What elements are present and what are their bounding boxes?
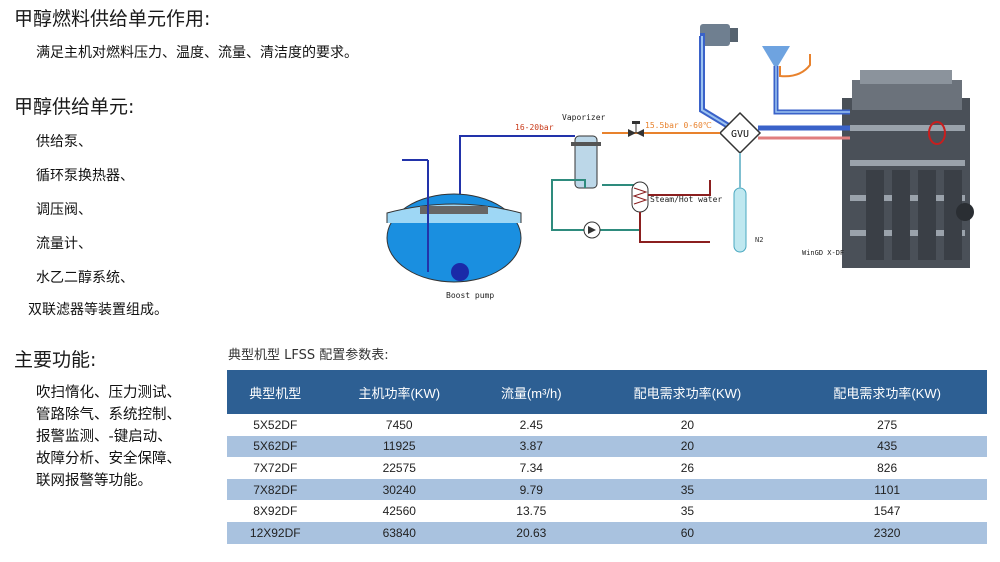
function-line: 管路除气、系统控制、 — [36, 407, 181, 423]
table-row: 5X52DF 7450 2.45 20 275 — [227, 414, 987, 436]
table-cell: 275 — [787, 414, 987, 436]
boost-pump-label: Boost pump — [446, 291, 494, 300]
column-header: 流量(m³/h) — [474, 370, 588, 414]
heat-exchanger-icon — [631, 181, 649, 213]
methanol-supply-diagram: GVU N2 15.5bar 0-60℃ Vaporizer 16-20bar … — [386, 24, 974, 300]
table-cell: 1101 — [787, 478, 987, 501]
table-cell: 2320 — [787, 521, 987, 544]
motor-icon — [700, 24, 730, 46]
gvu-label: GVU — [731, 129, 749, 140]
table-cell: 42560 — [323, 500, 475, 522]
unit-item: 流量计、 — [36, 236, 92, 252]
unit-item: 双联滤器等装置组成。 — [28, 302, 168, 318]
table-cell: 22575 — [323, 457, 475, 479]
table-cell: 826 — [787, 457, 987, 479]
table-cell: 12X92DF — [227, 521, 324, 544]
table-cell: 5X52DF — [227, 414, 324, 436]
function-line: 报警监测、-键启动、 — [36, 429, 172, 445]
table-cell: 11925 — [323, 435, 475, 458]
table-cell: 435 — [787, 435, 987, 458]
n2-label: N2 — [755, 236, 763, 244]
table-cell: 60 — [587, 521, 788, 544]
table-row: 7X72DF 22575 7.34 26 826 — [227, 457, 987, 479]
table-cell: 20 — [587, 414, 788, 436]
unit-item: 调压阀、 — [36, 202, 92, 218]
steam-label: Steam/Hot water — [650, 195, 722, 204]
inlet-pressure-label: 16-20bar — [515, 123, 554, 132]
tank-hatch — [420, 206, 488, 214]
table-cell: 5X62DF — [227, 435, 324, 458]
table-cell: 9.79 — [474, 478, 588, 501]
table-cell: 3.87 — [474, 435, 588, 458]
table-row: 5X62DF 11925 3.87 20 435 — [227, 435, 987, 458]
table-cell: 30240 — [323, 478, 475, 501]
function-line: 联网报警等功能。 — [36, 473, 152, 489]
table-cell: 1547 — [787, 500, 987, 522]
table-cell: 2.45 — [474, 414, 588, 436]
section-title-unit: 甲醇供给单元: — [14, 96, 135, 118]
outlet-pressure-label: 15.5bar 0-60℃ — [645, 121, 712, 130]
table-cell: 63840 — [323, 521, 475, 544]
table-row: 12X92DF 63840 20.63 60 2320 — [227, 521, 987, 544]
table-cell: 26 — [587, 457, 788, 479]
role-description: 满足主机对燃料压力、温度、流量、清洁度的要求。 — [36, 45, 358, 61]
funnel-icon — [762, 46, 790, 66]
section-title-functions: 主要功能: — [14, 349, 97, 371]
table-cell: 20 — [587, 435, 788, 458]
engine-illustration — [842, 70, 974, 268]
unit-item: 水乙二醇系统、 — [36, 270, 134, 286]
table-cell: 35 — [587, 478, 788, 501]
n2-bottle-icon — [733, 187, 747, 253]
column-header: 配电需求功率(KW) — [787, 370, 987, 414]
table-cell: 13.75 — [474, 500, 588, 522]
table-cell: 20.63 — [474, 521, 588, 544]
table-header-row: 典型机型 主机功率(KW) 流量(m³/h) 配电需求功率(KW) 配电需求功率… — [227, 370, 987, 414]
lfss-parameter-table: 典型机型 主机功率(KW) 流量(m³/h) 配电需求功率(KW) 配电需求功率… — [227, 370, 987, 544]
table-cell: 7.34 — [474, 457, 588, 479]
functions-list: 吹扫惰化、压力测试、 管路除气、系统控制、 报警监测、-键启动、 故障分析、安全… — [36, 382, 181, 492]
column-header: 典型机型 — [227, 370, 324, 414]
table-caption: 典型机型 LFSS 配置参数表: — [228, 348, 389, 363]
section-title-role: 甲醇燃料供给单元作用: — [14, 8, 211, 30]
table-cell: 7X82DF — [227, 478, 324, 501]
table-row: 8X92DF 42560 13.75 35 1547 — [227, 500, 987, 522]
column-header: 配电需求功率(KW) — [587, 370, 788, 414]
table-cell: 7450 — [323, 414, 475, 436]
engine-label: WinGD X-DF — [802, 249, 844, 257]
function-line: 吹扫惰化、压力测试、 — [36, 385, 181, 401]
table-row: 7X82DF 30240 9.79 35 1101 — [227, 478, 987, 501]
unit-item: 供给泵、 — [36, 134, 92, 150]
table-cell: 8X92DF — [227, 500, 324, 522]
unit-item: 循环泵换热器、 — [36, 168, 134, 184]
table-cell: 7X72DF — [227, 457, 324, 479]
table-cell: 35 — [587, 500, 788, 522]
column-header: 主机功率(KW) — [323, 370, 475, 414]
vaporizer-label: Vaporizer — [562, 113, 606, 122]
function-line: 故障分析、安全保障、 — [36, 451, 181, 467]
boost-pump-icon — [451, 263, 469, 281]
